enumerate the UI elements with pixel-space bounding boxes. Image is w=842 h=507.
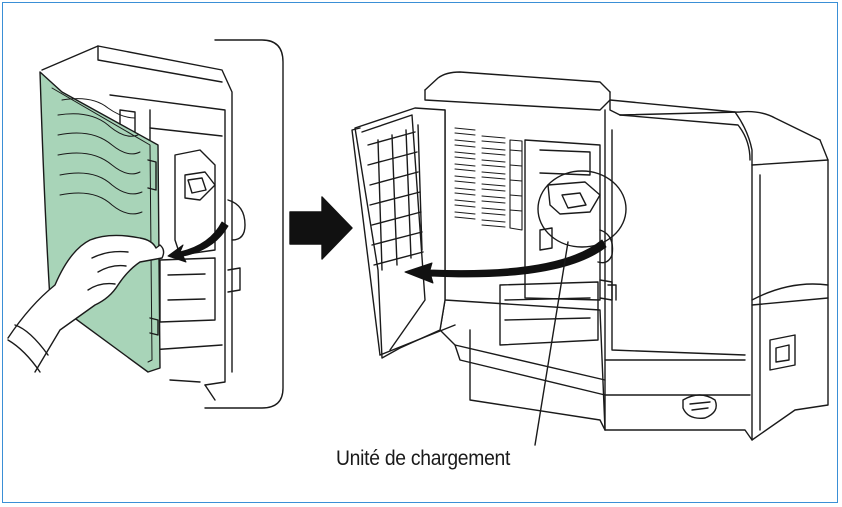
vent-grid: [454, 127, 523, 231]
callout-label: Unité de chargement: [336, 447, 511, 470]
hand-icon: [7, 234, 165, 373]
right-panel: [351, 71, 829, 446]
side-cover-open-right: [351, 107, 456, 359]
left-panel: [7, 39, 284, 409]
callout-circle: [537, 170, 627, 248]
curved-arrow-icon-right: [404, 239, 607, 284]
right-arrow-icon: [289, 196, 353, 260]
printer-body-left: [41, 45, 246, 401]
curved-arrow-icon: [167, 221, 229, 263]
left-panel-frame: [204, 39, 284, 409]
callout-leader-line: [534, 241, 569, 446]
